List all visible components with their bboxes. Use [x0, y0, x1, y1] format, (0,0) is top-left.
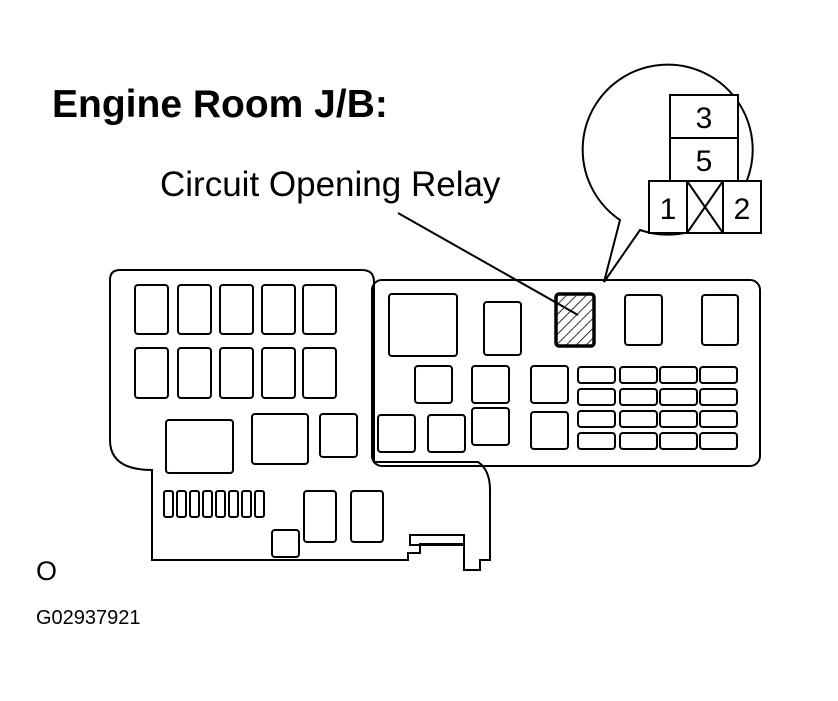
left-middle-relays — [134, 347, 337, 399]
right-block-outline — [371, 279, 761, 467]
figure-code: G02937921 — [36, 607, 141, 629]
left-top-relays — [134, 284, 337, 335]
circuit-opening-relay — [554, 292, 596, 348]
pin-2-label: 2 — [734, 193, 751, 226]
left-bottom-relays — [271, 490, 465, 558]
right-small-relays — [377, 365, 569, 453]
diagram-title: Engine Room J/B: — [52, 83, 388, 126]
right-large-relays — [388, 293, 739, 357]
callout-leader-line — [397, 212, 579, 316]
pin-3-label: 3 — [696, 102, 713, 135]
mini-fuse-row — [163, 490, 265, 518]
relay-connector-pins — [648, 94, 762, 234]
marker-label: O — [36, 556, 57, 586]
relay-callout-label: Circuit Opening Relay — [160, 165, 501, 204]
pin-1-label: 1 — [660, 193, 677, 226]
left-lower-relays — [165, 413, 358, 474]
pin-5-label: 5 — [696, 145, 713, 178]
right-fuse-grid — [577, 366, 738, 450]
